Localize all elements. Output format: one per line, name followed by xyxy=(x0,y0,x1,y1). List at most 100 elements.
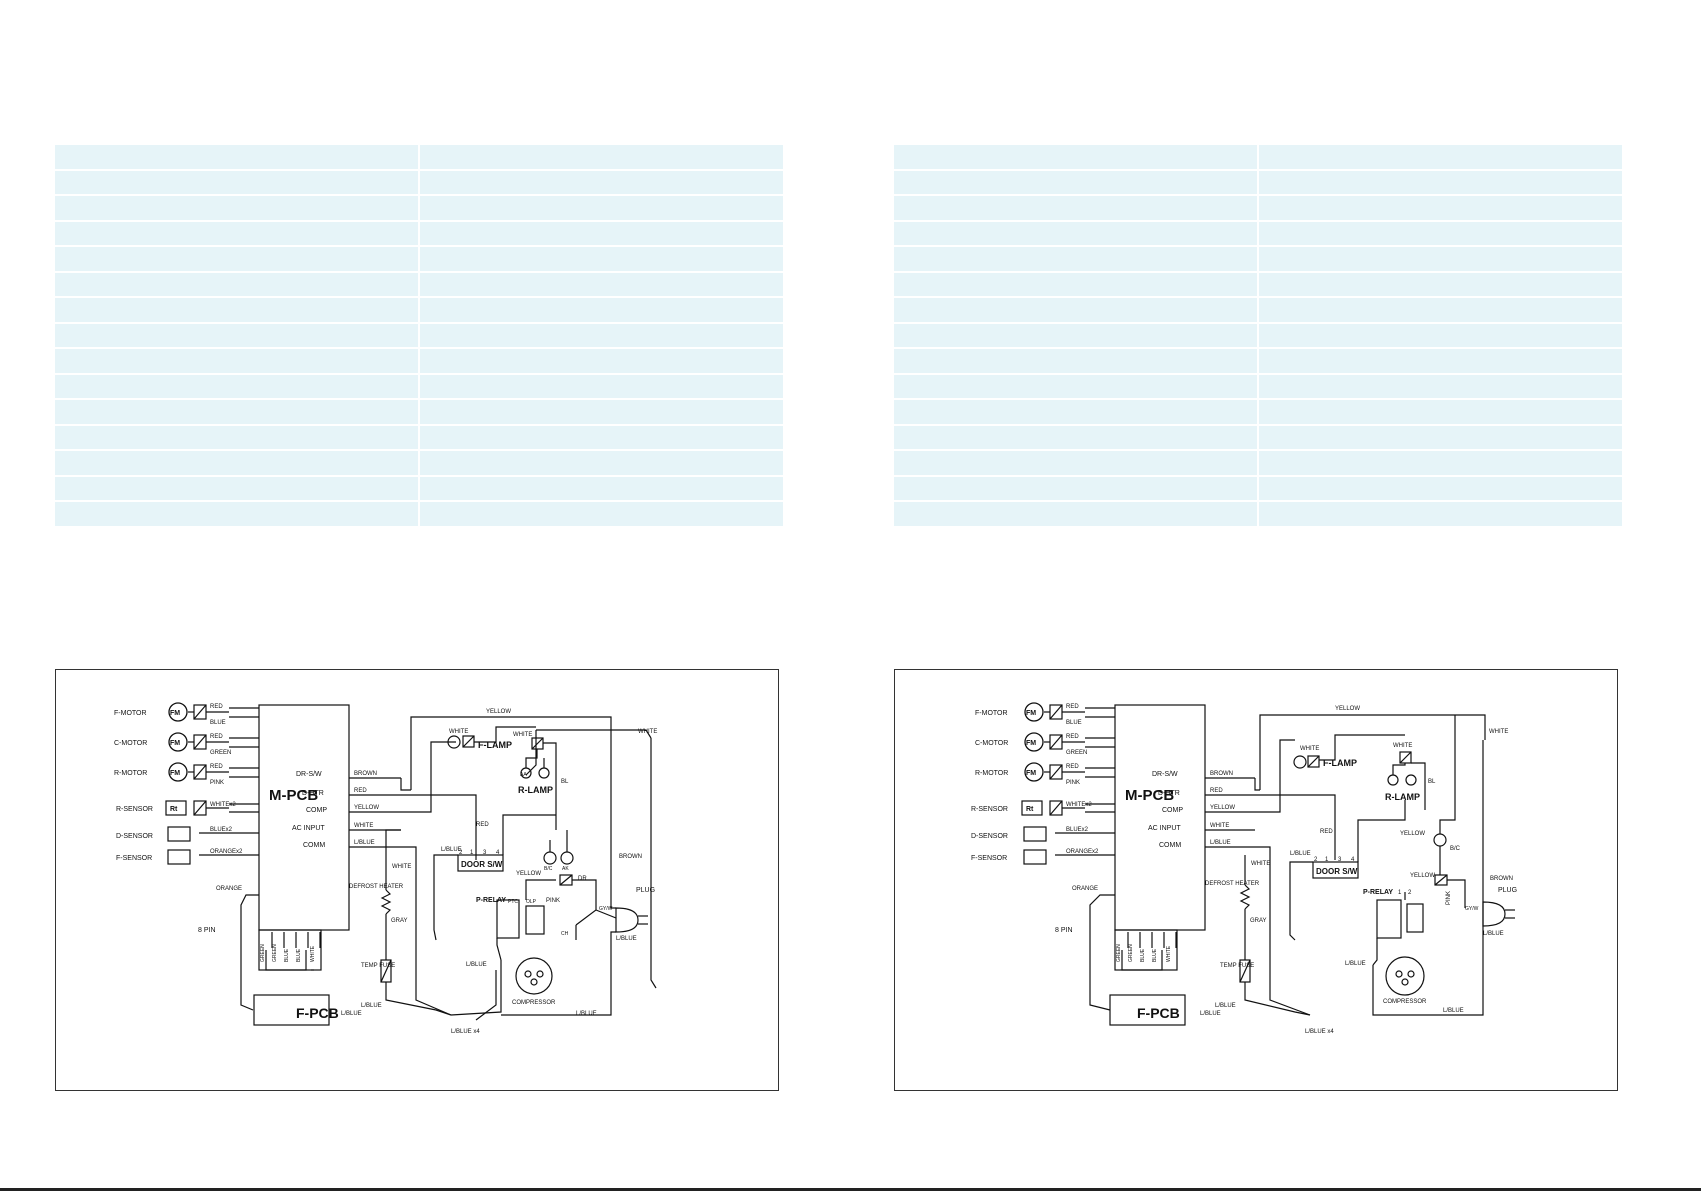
d-sensor-wire: BLUEx2 xyxy=(210,827,233,833)
spec-table-row xyxy=(894,476,1624,502)
spec-table-cell xyxy=(55,374,420,400)
lblue-bottom-label: L/BLUE xyxy=(341,1011,362,1017)
spec-table-cell xyxy=(1259,476,1624,502)
spec-table-cell xyxy=(420,196,785,222)
fm-symbol-1: FM xyxy=(170,710,180,717)
spec-table-row xyxy=(55,298,785,324)
spec-table-row xyxy=(55,272,785,298)
lblue-plug-label: L/BLUE xyxy=(616,936,637,942)
spec-table-cell xyxy=(894,502,1259,528)
spec-table-cell xyxy=(420,400,785,426)
wire-lblue: L/BLUE xyxy=(354,840,375,846)
terminal-dr-sw: DR-S/W xyxy=(296,771,322,778)
wiring-diagram-left-svg: F-MOTOR C-MOTOR R-MOTOR FM FM FM RED BLU… xyxy=(114,702,657,1035)
r-motor-label: R-MOTOR xyxy=(975,770,1008,777)
r-motor-wire-1: RED xyxy=(210,764,223,770)
spec-table-cell xyxy=(55,425,420,451)
olp-label: OLP xyxy=(526,899,537,905)
door-pin-1: 1 xyxy=(1325,857,1329,863)
spec-table-row xyxy=(894,374,1624,400)
wire-white: WHITE xyxy=(1210,823,1229,829)
spec-table-cell xyxy=(894,425,1259,451)
p-relay-box xyxy=(1376,899,1402,939)
lblue-fuse-label: L/BLUE xyxy=(361,1003,382,1009)
spec-table-cell xyxy=(55,170,420,196)
spec-table-cell xyxy=(894,247,1259,273)
compressor-label: COMPRESSOR xyxy=(1383,999,1427,1005)
plug-label: PLUG xyxy=(636,887,655,894)
compressor-symbol xyxy=(1385,956,1425,996)
yellow-relay-label: YELLOW xyxy=(516,871,541,877)
spec-table-row xyxy=(55,374,785,400)
spec-table-cell xyxy=(1259,502,1624,528)
spec-table-row xyxy=(894,349,1624,375)
fpcb-wire-1: GREEN xyxy=(1116,944,1122,962)
f-lamp-label: F-LAMP xyxy=(1323,758,1357,768)
wire-white: WHITE xyxy=(354,823,373,829)
spec-table-cell xyxy=(55,221,420,247)
spec-table-cell xyxy=(1259,170,1624,196)
f-motor-wire-1: RED xyxy=(1066,704,1079,710)
fm-symbol-3: FM xyxy=(1026,770,1036,777)
door-switch-box xyxy=(1312,861,1359,879)
f-motor-label: F-MOTOR xyxy=(114,710,147,717)
d-sensor-label: D-SENSOR xyxy=(971,833,1008,840)
spec-table-cell xyxy=(1259,298,1624,324)
door-pin-4: 4 xyxy=(496,850,500,856)
f-motor-wire-2: BLUE xyxy=(210,720,226,726)
terminal-comp: COMP xyxy=(1162,807,1183,814)
spec-table-cell xyxy=(420,476,785,502)
spec-table-row xyxy=(55,400,785,426)
lblue-fuse-label: L/BLUE xyxy=(1215,1003,1236,1009)
lamp-a-label: AA xyxy=(520,772,527,778)
ptc-label: PTC xyxy=(508,899,518,905)
c-motor-wire-2: GREEN xyxy=(1066,750,1087,756)
spec-table-cell xyxy=(55,400,420,426)
m-pcb-label: M-PCB xyxy=(269,787,318,804)
spec-table-cell xyxy=(894,196,1259,222)
spec-table-cell xyxy=(894,272,1259,298)
spec-table-cell xyxy=(55,451,420,477)
temp-fuse-label: TEMP FUSE xyxy=(361,963,395,969)
f-sensor-wire: ORANGEx2 xyxy=(210,849,243,855)
spec-table-cell xyxy=(1259,374,1624,400)
pin-label: 8 PIN xyxy=(1055,927,1073,934)
rt-symbol: Rt xyxy=(170,806,178,813)
wire-brown: BROWN xyxy=(354,771,377,777)
spec-table-cell xyxy=(1259,349,1624,375)
spec-table-row xyxy=(55,247,785,273)
spec-table-row xyxy=(894,170,1624,196)
yellow-relay-label: YELLOW xyxy=(1410,873,1435,879)
door-pin-2: 2 xyxy=(1314,857,1318,863)
door-pin-2: 2 xyxy=(459,850,463,856)
door-pin-3: 3 xyxy=(483,850,487,856)
white-right-wire xyxy=(650,738,657,989)
fpcb-wire-5: WHITE xyxy=(1166,945,1172,962)
spec-table-row xyxy=(894,247,1624,273)
yellow-mid-label: YELLOW xyxy=(1400,831,1425,837)
f-motor-wire-2: BLUE xyxy=(1066,720,1082,726)
lblue-x4-label: L/BLUE x4 xyxy=(1305,1029,1334,1035)
wire-yellow: YELLOW xyxy=(354,805,379,811)
f-motor-label: F-MOTOR xyxy=(975,710,1008,717)
white-flamp-label: WHITE xyxy=(449,729,468,735)
r-sensor-label: R-SENSOR xyxy=(971,806,1008,813)
fpcb-wire-1: GREEN xyxy=(260,944,266,962)
plug-symbol xyxy=(615,907,639,933)
door-sw-label: DOOR S/W xyxy=(461,860,503,869)
fm-symbol-2: FM xyxy=(170,740,180,747)
spec-table-cell xyxy=(420,374,785,400)
yellow-top-wire xyxy=(1259,714,1486,790)
spec-table-row xyxy=(894,272,1624,298)
spec-table-cell xyxy=(55,145,420,171)
door-pin-4: 4 xyxy=(1351,857,1355,863)
spec-table-row xyxy=(55,425,785,451)
white-top-bus xyxy=(536,729,652,739)
m-pcb-box xyxy=(258,704,350,931)
spec-table-cell xyxy=(55,502,420,528)
rt-symbol: Rt xyxy=(1026,806,1034,813)
ak-label: AK xyxy=(562,866,569,872)
c-motor-wire-1: RED xyxy=(1066,734,1079,740)
r-sensor-wire: WHITEx2 xyxy=(1066,802,1092,808)
spec-table-cell xyxy=(894,374,1259,400)
